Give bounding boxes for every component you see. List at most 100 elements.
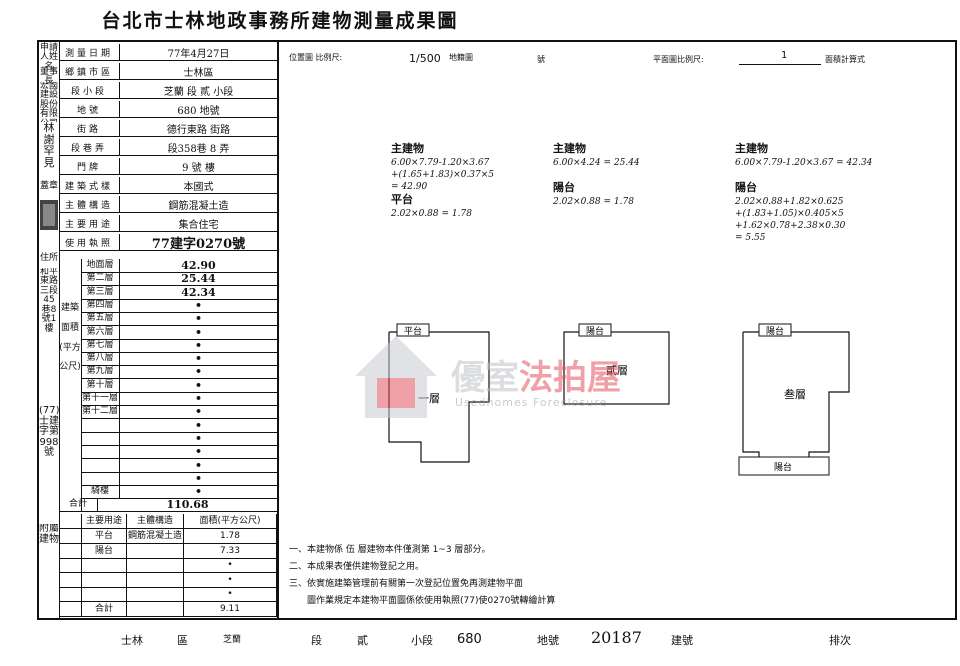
info-row-label: 段巷弄 — [59, 139, 120, 155]
accessory-header: 主要用途主體構造面積(平方公尺) — [59, 514, 277, 529]
chairman-label: 董事長 — [39, 67, 58, 87]
floor-area: • — [194, 392, 203, 405]
floor-label — [81, 458, 120, 472]
footer-subsection: 貳 — [357, 634, 368, 647]
floor-row: 第十一層 • — [81, 392, 277, 406]
floor-row: • — [81, 458, 277, 473]
accessory-cell — [82, 587, 127, 601]
footer-subsection-suffix: 小段 — [411, 634, 433, 647]
floor-area: • — [194, 445, 203, 459]
location-scale: 1/500 — [409, 52, 441, 65]
watermark-title-b: 法拍屋 — [519, 358, 621, 398]
accessory-cell — [59, 514, 82, 528]
remarks: 一、本建物係 伍 層建物本件僅測第 1~3 層部分。 二、本成果表僅供建物登記之… — [289, 542, 555, 610]
accessory-cell: 面積(平方公尺) — [184, 514, 277, 528]
info-row-value: 德行東路 街路 — [166, 124, 231, 136]
accessory-cell — [59, 572, 82, 587]
company-name: 宏國建設股份有限公司 — [39, 82, 58, 122]
floor-row: 第六層• — [81, 325, 277, 340]
floor-area: • — [194, 352, 203, 366]
owner-name: 林謝罕見 — [43, 122, 55, 169]
accessory-cell — [127, 572, 184, 587]
floor-label: 第七層 — [81, 338, 120, 352]
info-row: 主要用途集合住宅 — [59, 215, 277, 232]
floor-row: • — [81, 471, 277, 486]
floor-label: 第四層 — [81, 298, 120, 312]
property-info-form: 申請人姓名 董事長 宏國建設股份有限公司 林謝罕見 蓋章 住所 和平東路三段45… — [39, 42, 279, 618]
scale-divider — [739, 64, 821, 65]
footer-section-suffix: 段 — [311, 634, 322, 647]
floor-area: • — [194, 405, 203, 419]
accessory-cell: • — [184, 587, 277, 601]
accessory-cell — [59, 543, 82, 558]
location-map-label: 位置圖 比例尺: — [289, 53, 343, 62]
floor2-plan: 陽台 貳層 — [563, 323, 670, 405]
plan-scale-label: 平面圖比例尺: — [653, 55, 704, 64]
accessory-cell — [127, 587, 184, 601]
floor-area-label: 建築面積(平方公尺) — [59, 259, 82, 511]
info-row-label: 街路 — [59, 120, 120, 136]
info-row-value: 芝蘭 段 貳 小段 — [163, 86, 234, 98]
floor-label — [81, 471, 120, 485]
accessory-row: • — [59, 572, 277, 588]
watermark-sub: Usedhomes Foreclosure — [455, 396, 608, 409]
balcony-label-3b: 陽台 — [774, 461, 792, 473]
calc-floor3: 主建物 6.00×7.79-1.20×3.67 = 42.34 陽台 2.02×… — [735, 142, 873, 244]
info-row-label: 使用執照 — [59, 234, 120, 250]
accessory-cell — [82, 572, 127, 587]
accessory-cell: • — [184, 558, 277, 572]
floor-label: 第五層 — [81, 312, 120, 326]
floor-area: • — [194, 471, 203, 485]
seal-label: 蓋章 — [39, 181, 58, 191]
area-calc-label: 面積計算式 — [825, 55, 865, 64]
floor-label: 第十二層 — [81, 405, 120, 419]
permit-number: (77)士建字第998號 — [39, 406, 59, 458]
floor-row: 第十層• — [81, 378, 277, 393]
floor-area: • — [194, 365, 203, 379]
footer-district: 士林 — [121, 634, 143, 647]
floor-row: 騎樓• — [81, 485, 277, 500]
floor-row: 第七層• — [81, 338, 277, 353]
floor-row: 第十二層 • — [81, 405, 277, 420]
house-icon — [355, 336, 437, 418]
accessory-cell: 主要用途 — [82, 514, 127, 528]
platform-label: 平台 — [404, 325, 422, 337]
footer-parcel: 680 — [457, 632, 482, 647]
floor-area: • — [194, 485, 203, 499]
info-row-label: 測量日期 — [59, 44, 120, 60]
floor-area: • — [194, 312, 203, 326]
document-title: 台北市士林地政事務所建物測量成果圖 — [101, 10, 459, 32]
floor-row: 第四層 • — [81, 298, 277, 313]
remark-2: 二、本成果表僅供建物登記之用。 — [289, 562, 425, 572]
floor-area: • — [194, 325, 203, 339]
info-row-value: 集合住宅 — [178, 219, 219, 231]
floor-label: 合計 — [59, 498, 98, 512]
floor-row: • — [81, 431, 277, 446]
applicant-label: 申請人姓名 — [39, 43, 58, 72]
floor-label: 第十一層 — [81, 392, 120, 405]
remark-1: 一、本建物係 伍 層建物本件僅測第 1~3 層部分。 — [289, 545, 491, 555]
accessory-cell: 陽台 — [82, 543, 127, 558]
remark-4: 圖作業規定本建物平面圖係依使用執照(77)使0270號轉繪計算 — [289, 596, 556, 606]
floor-row: 第八層• — [81, 352, 277, 367]
floor-area: 42.90 — [181, 259, 216, 272]
accessory-cell — [59, 558, 82, 572]
annex-label: 附屬建物 — [39, 524, 59, 545]
floor-area: • — [194, 298, 203, 312]
info-row: 段小段 芝蘭 段 貳 小段 — [59, 82, 277, 99]
info-row-value: 段358巷 8 弄 — [167, 143, 230, 155]
info-row-label: 段小段 — [59, 82, 120, 98]
floor-label — [81, 431, 120, 445]
floor-label — [81, 445, 120, 459]
info-row-value: 680 地號 — [177, 105, 220, 117]
floor-label: 第三層 — [81, 285, 120, 299]
floor-label: 地面層 — [81, 259, 120, 272]
floor-row: 第九層• — [81, 365, 277, 380]
footer-building-no: 20187 — [591, 628, 642, 647]
